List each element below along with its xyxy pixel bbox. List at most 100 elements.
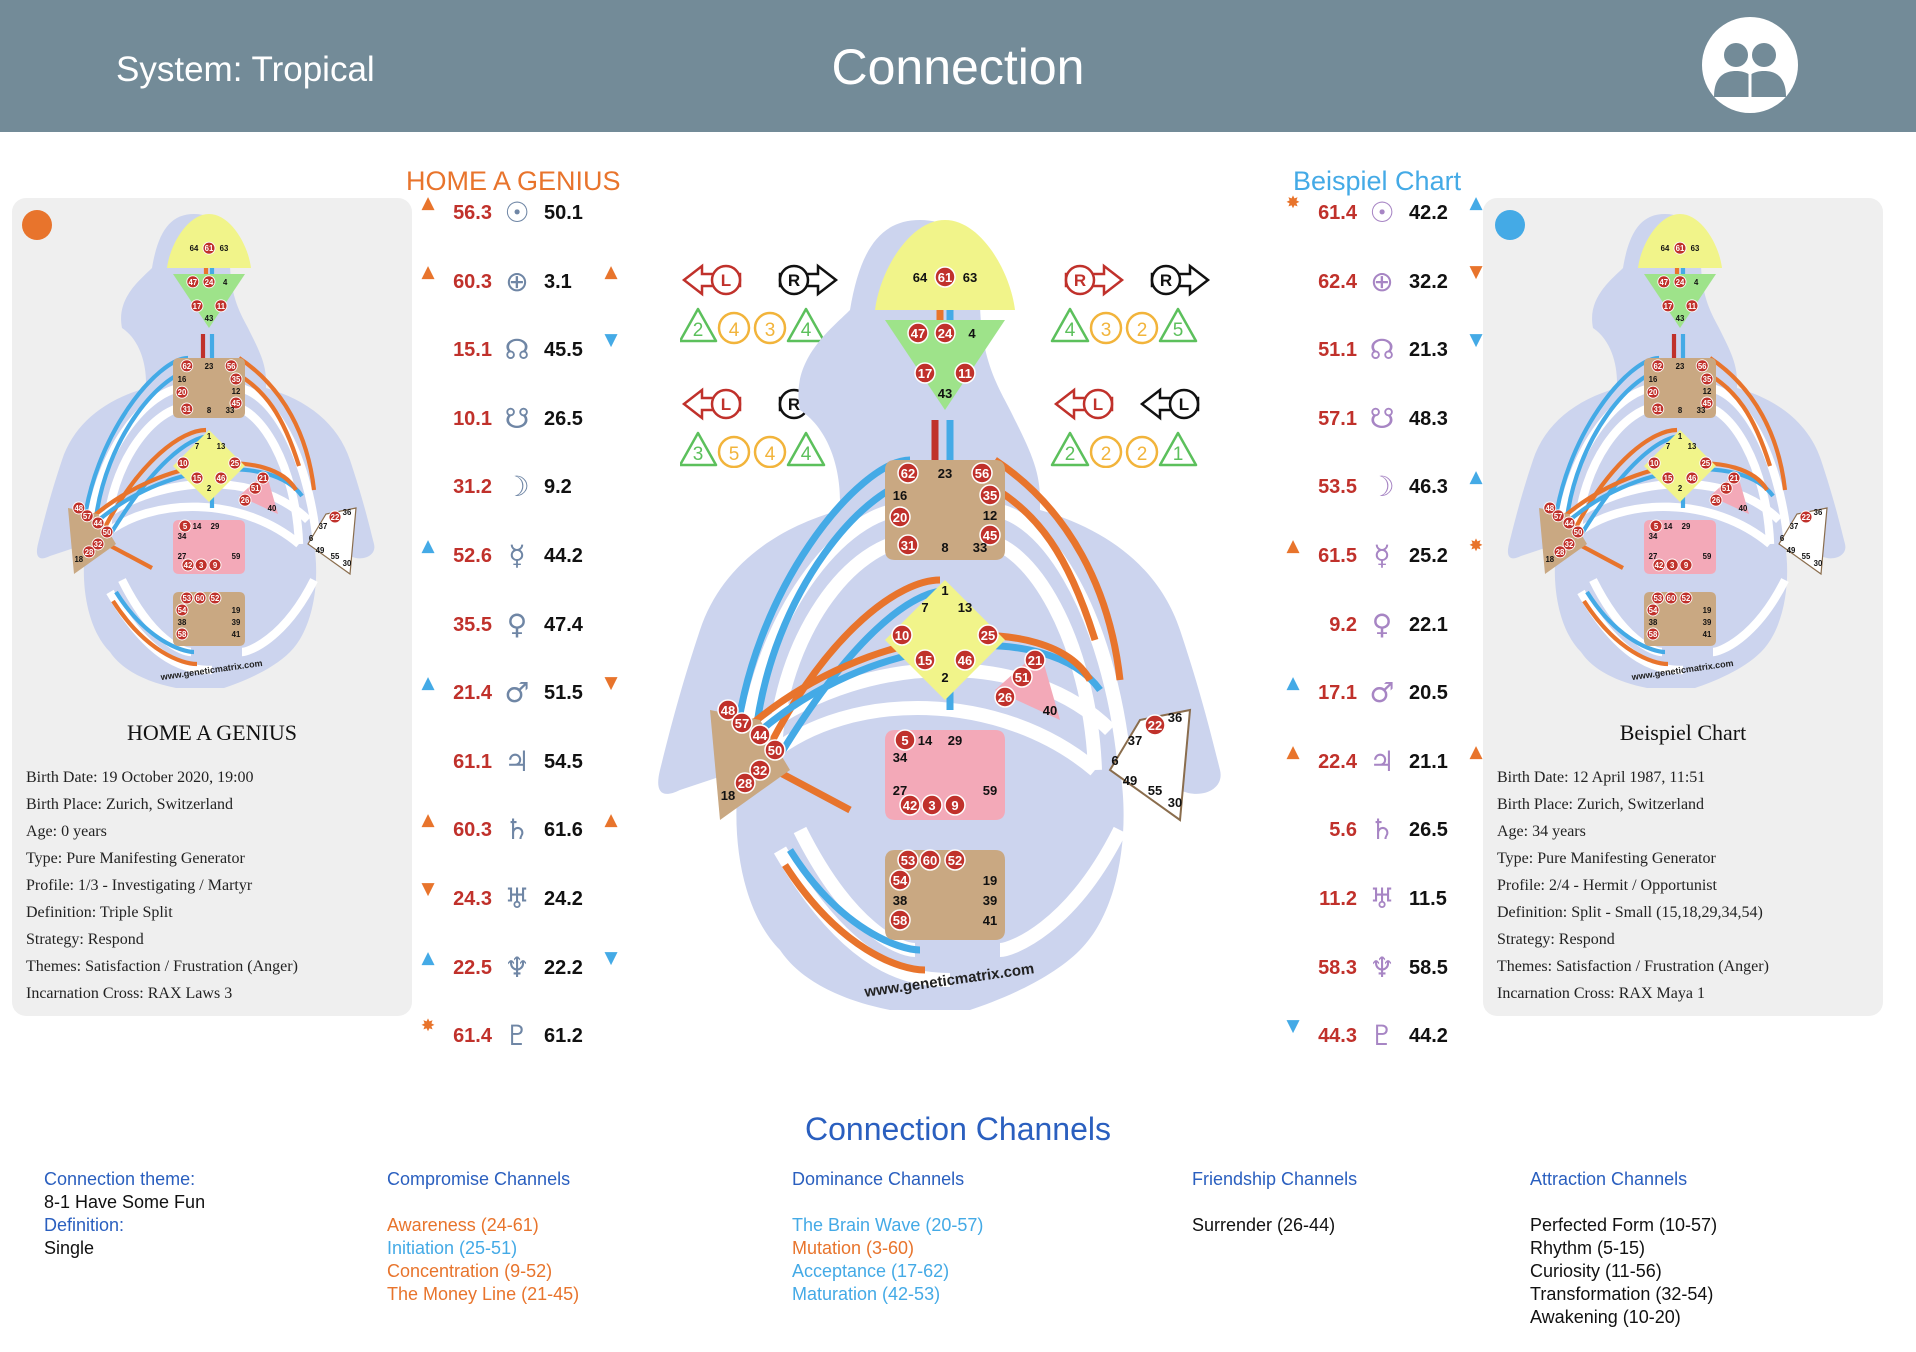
gate-48: 48 xyxy=(1543,501,1557,515)
svg-text:4: 4 xyxy=(1694,278,1699,287)
svg-text:25: 25 xyxy=(230,459,239,468)
gate-12: 12 xyxy=(1703,387,1712,396)
svg-text:54: 54 xyxy=(178,606,187,615)
svg-text:3: 3 xyxy=(928,798,935,813)
gate-42: 42 xyxy=(181,558,195,572)
svg-text:40: 40 xyxy=(268,504,277,513)
channel-path xyxy=(1712,578,1789,657)
gate-2: 2 xyxy=(1678,484,1683,493)
design-gate-value: 61.1 xyxy=(453,750,492,773)
svg-text:38: 38 xyxy=(893,893,907,908)
gate-9: 9 xyxy=(944,794,966,816)
svg-text:5: 5 xyxy=(1173,320,1184,341)
gate-15: 15 xyxy=(190,471,204,485)
svg-text:41: 41 xyxy=(1703,630,1712,639)
planet-row: 9.2♀22.1 xyxy=(1283,605,1483,645)
gate-51: 51 xyxy=(1011,666,1033,688)
planet-row: 11.2♅11.5 xyxy=(1283,879,1483,919)
svg-text:1: 1 xyxy=(941,583,948,598)
gate-31: 31 xyxy=(897,534,919,556)
info-line: Profile: 2/4 - Hermit / Opportunist xyxy=(1497,877,1717,894)
svg-text:35: 35 xyxy=(1703,375,1712,384)
gate-50: 50 xyxy=(764,739,786,761)
root-center xyxy=(1644,592,1716,646)
svg-text:L: L xyxy=(721,271,731,290)
jupiter-icon: ♃ xyxy=(504,744,530,778)
gate-24: 24 xyxy=(202,275,216,289)
svg-text:29: 29 xyxy=(1682,522,1691,531)
gate-11: 11 xyxy=(214,299,228,313)
gate-39: 39 xyxy=(983,893,997,908)
svg-text:2: 2 xyxy=(1137,320,1148,341)
svg-text:15: 15 xyxy=(193,474,202,483)
svg-text:45: 45 xyxy=(983,528,997,543)
gate-35: 35 xyxy=(1700,372,1714,386)
gate-59: 59 xyxy=(232,552,241,561)
connection-theme-label: Connection theme: xyxy=(44,1169,196,1189)
svg-text:52: 52 xyxy=(211,594,220,603)
gate-52: 52 xyxy=(944,849,966,871)
svg-text:57: 57 xyxy=(1554,512,1563,521)
svg-text:2: 2 xyxy=(1678,484,1683,493)
variable-number-badge: 4 xyxy=(786,431,826,467)
personality-gate-value: 21.3 xyxy=(1409,339,1448,362)
design-gate-value: 22.5 xyxy=(453,956,492,979)
svg-text:56: 56 xyxy=(1698,362,1707,371)
g-center xyxy=(1644,430,1716,502)
svg-text:39: 39 xyxy=(983,893,997,908)
info-line: Definition: Split - Small (15,18,29,34,5… xyxy=(1497,904,1763,921)
gate-28: 28 xyxy=(82,545,96,559)
gate-64: 64 xyxy=(190,244,199,253)
gate-22: 22 xyxy=(1144,714,1166,736)
svg-text:3: 3 xyxy=(1670,561,1675,570)
svg-text:47: 47 xyxy=(911,326,925,341)
gate-4: 4 xyxy=(1694,278,1699,287)
activation-mark-icon: ▲ xyxy=(421,673,435,694)
svg-text:58: 58 xyxy=(1649,630,1658,639)
gate-21: 21 xyxy=(1727,471,1741,485)
activation-mark-icon: ▲ xyxy=(1286,536,1300,556)
svg-text:35: 35 xyxy=(983,488,997,503)
gate-30: 30 xyxy=(1168,795,1182,810)
south-node-icon: ☋ xyxy=(1369,401,1395,435)
variable-number-badge: 2 xyxy=(680,307,718,343)
svg-text:4: 4 xyxy=(1065,320,1076,341)
svg-text:18: 18 xyxy=(1545,555,1554,564)
svg-text:50: 50 xyxy=(768,743,782,758)
connection-users-icon[interactable] xyxy=(1702,17,1798,113)
personality-gate-value: 9.2 xyxy=(544,476,572,499)
svg-text:33: 33 xyxy=(1697,406,1706,415)
gate-29: 29 xyxy=(1682,522,1691,531)
svg-text:46: 46 xyxy=(958,653,972,668)
gate-26: 26 xyxy=(1709,493,1723,507)
planet-row: 58.3♆58.5 xyxy=(1283,948,1483,988)
svg-text:62: 62 xyxy=(901,466,915,481)
svg-text:58: 58 xyxy=(893,913,907,928)
gate-44: 44 xyxy=(1562,516,1576,530)
svg-text:19: 19 xyxy=(983,873,997,888)
spacer xyxy=(1530,1191,1717,1214)
defined-channel xyxy=(782,863,926,974)
gate-21: 21 xyxy=(256,471,270,485)
svg-text:48: 48 xyxy=(721,703,735,718)
gate-10: 10 xyxy=(1647,456,1661,470)
svg-text:16: 16 xyxy=(178,375,187,384)
svg-text:23: 23 xyxy=(205,362,214,371)
svg-text:14: 14 xyxy=(1664,522,1673,531)
gate-35: 35 xyxy=(229,372,243,386)
gate-56: 56 xyxy=(971,462,993,484)
planet-row: ▼44.3♇44.2 xyxy=(1283,1016,1483,1056)
gate-5: 5 xyxy=(1649,519,1663,533)
svg-text:42: 42 xyxy=(903,798,917,813)
svg-text:8: 8 xyxy=(941,540,948,555)
svg-text:49: 49 xyxy=(316,546,325,555)
defined-channel xyxy=(111,599,198,667)
gate-30: 30 xyxy=(343,559,352,568)
svg-text:38: 38 xyxy=(1649,618,1658,627)
svg-text:38: 38 xyxy=(178,618,187,627)
gate-29: 29 xyxy=(948,733,962,748)
svg-text:45: 45 xyxy=(1703,399,1712,408)
gate-22: 22 xyxy=(1799,510,1813,524)
